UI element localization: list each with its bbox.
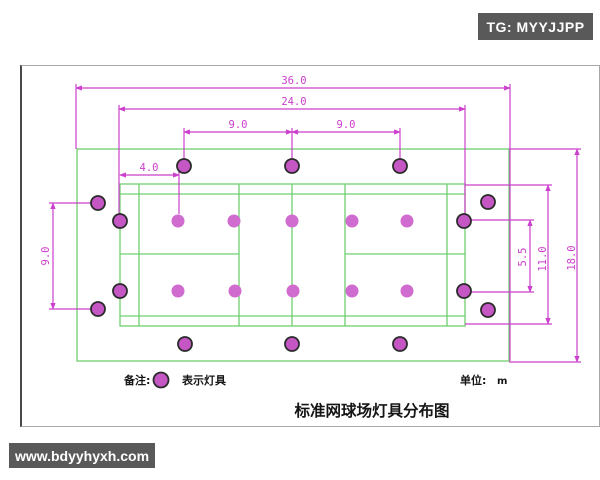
unit-label: 单位:: [460, 373, 486, 387]
light-marker: [285, 214, 299, 228]
light-marker: [392, 336, 408, 352]
dim-label-18: 18.0: [566, 245, 578, 270]
dim-label-24: 24.0: [281, 96, 306, 108]
light-marker: [400, 214, 414, 228]
outer-boundary: [76, 148, 510, 362]
light-marker: [286, 284, 300, 298]
light-marker: [112, 213, 128, 229]
notes-group: 备注: 表示灯具 单位: m 标准网球场灯具分布图: [123, 371, 507, 420]
watermark-banner: www.bdyyhyxh.com: [9, 443, 155, 468]
legend-light-icon: [152, 371, 170, 389]
light-marker: [400, 284, 414, 298]
legend-label: 备注:: [123, 373, 150, 387]
dimension-group: [49, 84, 581, 363]
dim-label-9-right: 9.0: [337, 119, 356, 131]
light-marker: [227, 214, 241, 228]
light-marker: [171, 214, 185, 228]
light-marker: [284, 158, 300, 174]
dimension-labels: 36.0 24.0 9.0 9.0 4.0 9.0 5.5 11.0 18.0: [40, 75, 578, 272]
light-marker: [112, 283, 128, 299]
court-outline-group: [76, 148, 510, 362]
unit-value: m: [497, 376, 507, 387]
lights-layer: [90, 158, 496, 352]
dim-label-4: 4.0: [140, 162, 159, 174]
light-marker: [177, 336, 193, 352]
light-marker: [345, 284, 359, 298]
light-marker: [392, 158, 408, 174]
light-marker: [456, 213, 472, 229]
drawing-canvas: 36.0 24.0 9.0 9.0 4.0 9.0 5.5 11.0 18.0 …: [20, 65, 600, 427]
dim-label-36: 36.0: [281, 75, 306, 87]
tg-badge: TG: MYYJJPP: [478, 13, 593, 40]
light-marker: [176, 158, 192, 174]
dim-label-5-5: 5.5: [517, 248, 529, 267]
light-marker: [171, 284, 185, 298]
light-marker: [90, 301, 106, 317]
light-marker: [480, 194, 496, 210]
dim-label-9-vert: 9.0: [40, 247, 52, 266]
light-marker: [90, 195, 106, 211]
watermark-label: www.bdyyhyxh.com: [14, 447, 150, 464]
legend-desc: 表示灯具: [181, 373, 226, 387]
light-marker: [345, 214, 359, 228]
light-marker: [456, 283, 472, 299]
dim-label-9-left: 9.0: [229, 119, 248, 131]
light-marker: [228, 284, 242, 298]
light-marker: [284, 336, 300, 352]
tg-badge-label: TG: MYYJJPP: [486, 18, 585, 35]
court-lighting-diagram: 36.0 24.0 9.0 9.0 4.0 9.0 5.5 11.0 18.0 …: [40, 75, 581, 420]
dim-label-11: 11.0: [537, 246, 549, 271]
diagram-title: 标准网球场灯具分布图: [293, 401, 449, 420]
light-marker: [480, 302, 496, 318]
